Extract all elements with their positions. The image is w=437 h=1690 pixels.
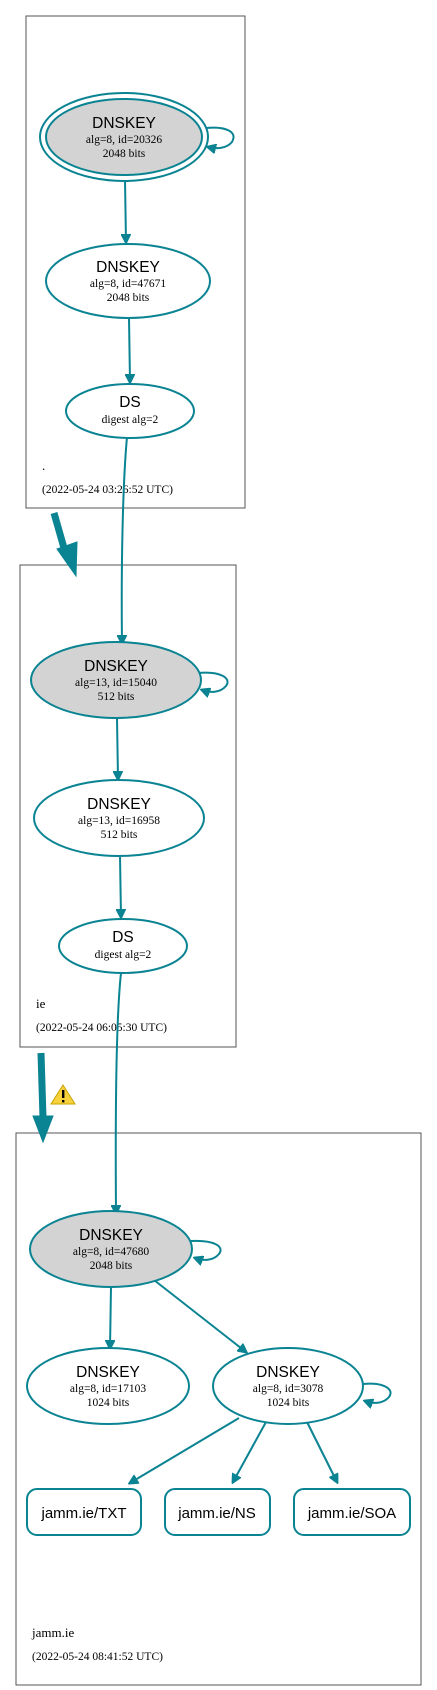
node-title: DNSKEY	[87, 796, 151, 813]
node-ie-dnskey-16958[interactable]: DNSKEY alg=13, id=16958 512 bits	[33, 779, 205, 857]
zone-root-name: .	[42, 458, 45, 473]
edge-ie-ksk-to-zsk	[117, 717, 118, 779]
self-loop-dnskey-3078	[363, 1382, 392, 1403]
node-detail: alg=8, id=47671	[90, 278, 166, 290]
node-detail: 512 bits	[101, 829, 138, 841]
edge-jamm-ksk-to-dnskey-3078	[153, 1279, 246, 1352]
node-ie-dnskey-15040[interactable]: DNSKEY alg=13, id=15040 512 bits	[30, 641, 202, 719]
node-detail: 2048 bits	[103, 148, 146, 160]
zone-root: . (2022-05-24 03:26:52 UTC)	[25, 15, 246, 509]
node-detail: 2048 bits	[107, 292, 150, 304]
node-detail: 1024 bits	[87, 1397, 130, 1409]
node-detail: alg=8, id=20326	[86, 134, 162, 146]
node-jamm-dnskey-47680[interactable]: DNSKEY alg=8, id=47680 2048 bits	[29, 1210, 193, 1288]
node-title: DNSKEY	[76, 1364, 140, 1381]
zone-jamm-ie-timestamp: (2022-05-24 08:41:52 UTC)	[32, 1651, 163, 1663]
zone-ie-name: ie	[36, 996, 46, 1011]
zone-jamm-ie: jamm.ie (2022-05-24 08:41:52 UTC)	[15, 1132, 422, 1686]
rrset-jamm-soa[interactable]: jamm.ie/SOA	[293, 1488, 411, 1536]
zone-jamm-ie-box	[15, 1132, 422, 1686]
edge-root-ksk-to-zsk	[125, 179, 126, 242]
node-ie-ds[interactable]: DS digest alg=2	[58, 918, 188, 974]
rrset-label: jamm.ie/SOA	[307, 1505, 396, 1522]
node-title: DNSKEY	[92, 115, 156, 132]
zone-ie-timestamp: (2022-05-24 06:05:30 UTC)	[36, 1022, 167, 1034]
self-loop-jamm-ksk	[190, 1239, 222, 1260]
node-title: DNSKEY	[79, 1227, 143, 1244]
edge-3078-to-soa	[306, 1421, 337, 1482]
node-detail: 2048 bits	[90, 1260, 133, 1272]
self-loop-root-ksk	[206, 126, 235, 149]
zone-root-box	[25, 15, 246, 509]
node-root-dnskey-47671[interactable]: DNSKEY alg=8, id=47671 2048 bits	[45, 243, 211, 319]
edge-ie-zsk-to-ds	[120, 855, 121, 917]
node-title: DNSKEY	[84, 658, 148, 675]
node-title: DNSKEY	[256, 1364, 320, 1381]
node-detail: 512 bits	[98, 691, 135, 703]
delegation-arrow-root-to-ie	[50, 512, 68, 549]
delegation-arrowhead-ie-to-jamm	[32, 1115, 54, 1144]
delegation-arrowhead-root-to-ie	[56, 541, 78, 578]
node-title: DS	[112, 929, 134, 946]
self-loop-ie-ksk	[197, 671, 229, 692]
edge-ie-ds-to-jamm-ksk	[116, 972, 122, 1213]
node-detail: alg=8, id=3078	[253, 1383, 324, 1395]
zone-ie: ie (2022-05-24 06:05:30 UTC)	[19, 564, 237, 1048]
node-detail: digest alg=2	[102, 414, 159, 426]
node-detail: 1024 bits	[267, 1397, 310, 1409]
node-title: DS	[119, 394, 141, 411]
zone-ie-box	[19, 564, 237, 1048]
node-root-dnskey-20326[interactable]: DNSKEY alg=8, id=20326 2048 bits	[39, 92, 209, 182]
zone-jamm-ie-name: jamm.ie	[31, 1625, 74, 1640]
rrset-label: jamm.ie/NS	[177, 1505, 256, 1522]
edge-3078-to-ns	[233, 1421, 267, 1482]
node-title: DNSKEY	[96, 259, 160, 276]
edge-jamm-ksk-to-dnskey-17103	[110, 1286, 111, 1348]
edge-root-zsk-to-ds	[129, 317, 130, 382]
node-jamm-dnskey-17103[interactable]: DNSKEY alg=8, id=17103 1024 bits	[26, 1347, 190, 1425]
node-detail: alg=13, id=16958	[78, 815, 160, 827]
node-root-ds[interactable]: DS digest alg=2	[65, 383, 195, 439]
rrset-label: jamm.ie/TXT	[40, 1505, 126, 1522]
rrset-jamm-txt[interactable]: jamm.ie/TXT	[26, 1488, 142, 1536]
node-detail: alg=8, id=47680	[73, 1246, 149, 1258]
rrset-jamm-ns[interactable]: jamm.ie/NS	[164, 1488, 271, 1536]
warning-triangle-icon[interactable]	[50, 1084, 76, 1105]
delegation-arrow-ie-to-jamm	[37, 1052, 47, 1119]
node-jamm-dnskey-3078[interactable]: DNSKEY alg=8, id=3078 1024 bits	[212, 1347, 364, 1425]
edge-root-ds-to-ie-ksk	[122, 436, 128, 643]
node-detail: alg=13, id=15040	[75, 677, 157, 689]
node-detail: digest alg=2	[95, 949, 152, 961]
node-detail: alg=8, id=17103	[70, 1383, 146, 1395]
zone-root-timestamp: (2022-05-24 03:26:52 UTC)	[42, 484, 173, 496]
edge-3078-to-txt	[130, 1417, 240, 1483]
